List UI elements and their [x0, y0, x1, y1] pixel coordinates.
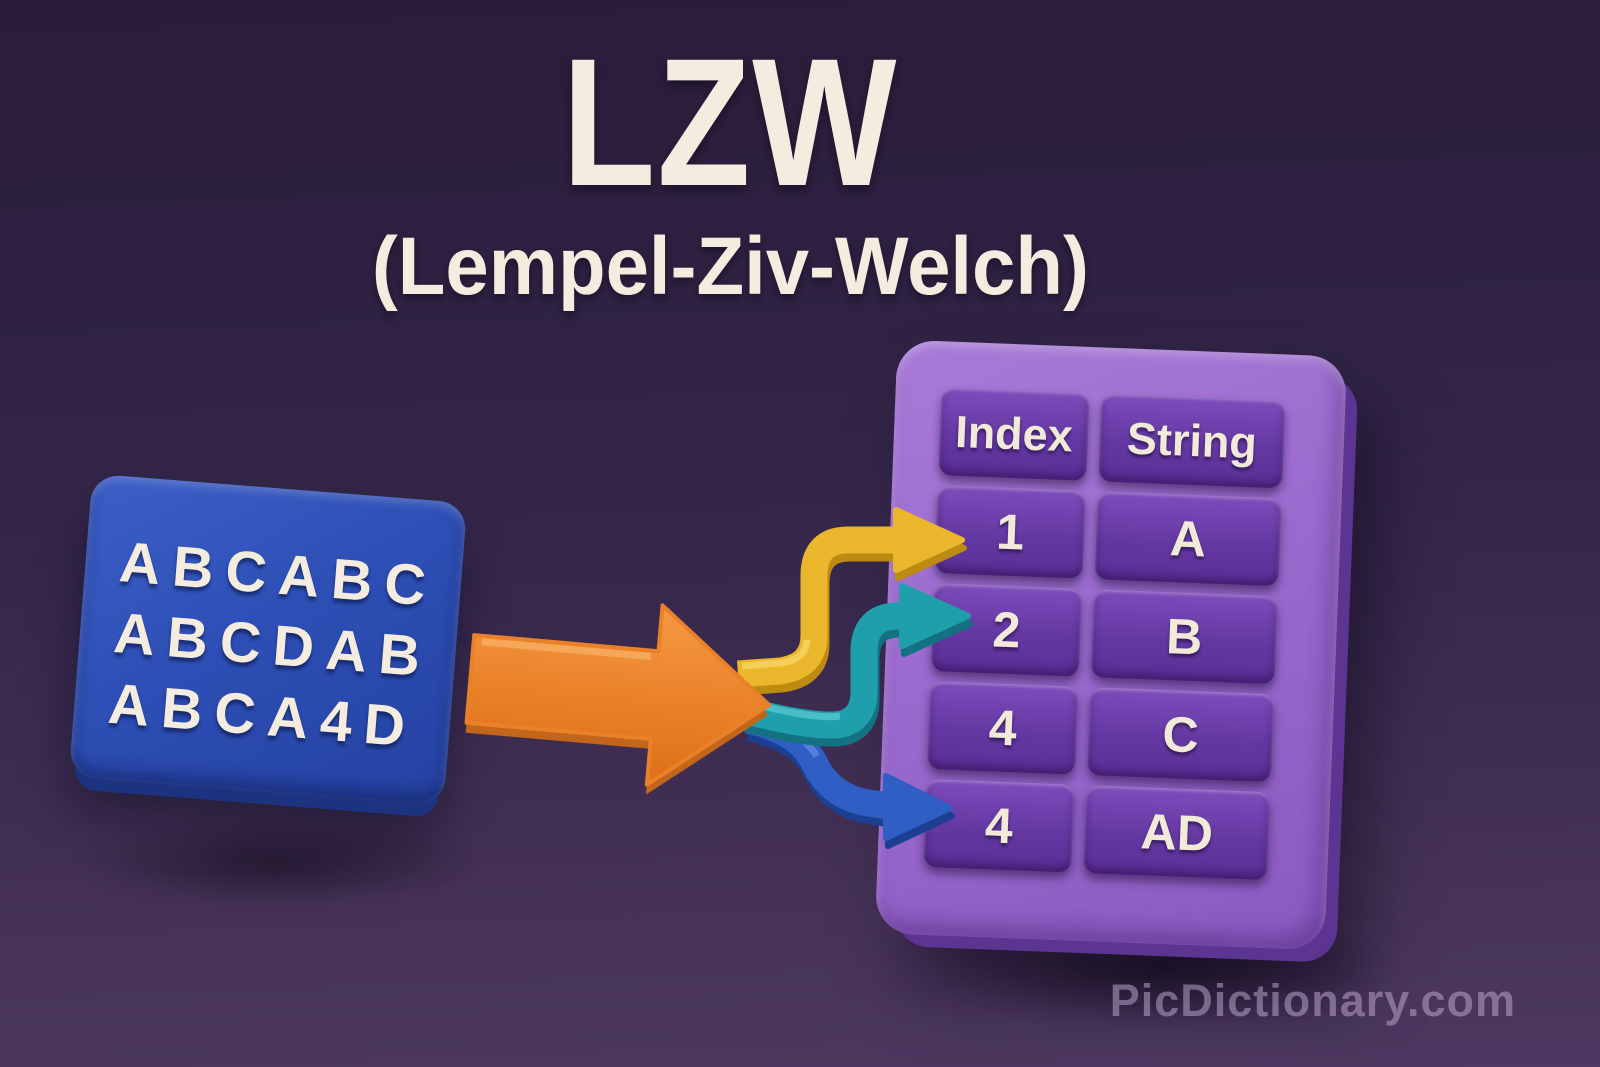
input-box-shadow: [60, 812, 490, 912]
dict-row4-string: AD: [1083, 785, 1271, 881]
dict-header-string: String: [1098, 393, 1286, 489]
page-subtitle: (Lempel-Ziv-Welch): [371, 221, 1089, 312]
dict-row3-string: C: [1086, 687, 1275, 783]
dict-row1-string: A: [1094, 491, 1282, 587]
title-block: LZW (Lempel-Ziv-Welch): [0, 20, 1460, 314]
dict-header-index: Index: [938, 387, 1090, 481]
dict-row1-index: 1: [934, 485, 1086, 579]
dict-row2-index: 2: [930, 583, 1083, 677]
watermark: PicDictionary.com: [1109, 975, 1516, 1026]
orange-flow-arrow-icon: [464, 603, 772, 795]
page-title: LZW: [561, 20, 899, 224]
dict-row3-index: 4: [927, 681, 1079, 775]
dictionary-table: Index String 1 A 2 B 4 C 4 AD: [874, 339, 1348, 951]
input-string-box: ABCABC ABCDAB ABCA4D: [68, 473, 468, 807]
dict-row2-string: B: [1090, 589, 1278, 685]
dict-row4-index: 4: [923, 779, 1075, 873]
